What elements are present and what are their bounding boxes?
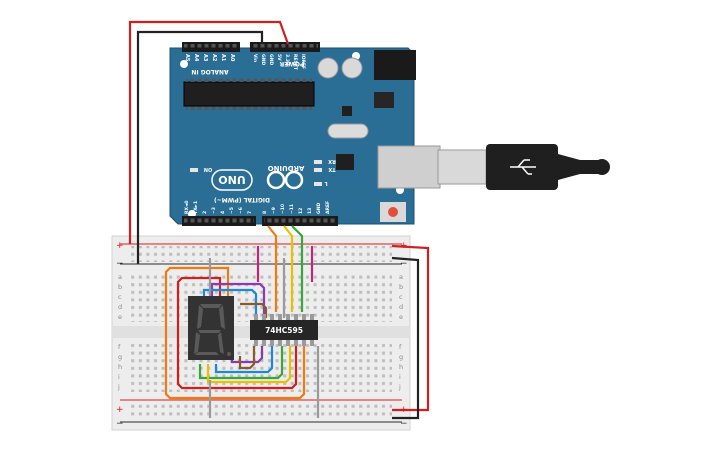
row-letter: c (118, 293, 122, 301)
wire-blue-loop (202, 288, 258, 330)
row-letter: i (399, 373, 401, 381)
pin-label: 13 (307, 208, 313, 214)
row-letter: f (399, 343, 402, 351)
pin-label: A5 (184, 54, 190, 62)
rail-plus-top-left: + (116, 241, 124, 251)
pin-label: ~6 (238, 207, 244, 214)
pin-label: GND (260, 54, 266, 65)
row-letter: b (118, 283, 122, 291)
rail-minus-bottom-right: − (400, 419, 408, 429)
pin-label: TX►1 (193, 201, 199, 214)
row-letter: e (118, 313, 122, 321)
row-letter: e (399, 313, 403, 321)
chip-label: 74HC595 (265, 326, 303, 335)
analog-header-label: ANALOG IN (191, 68, 228, 75)
rx-led-label: RX (328, 158, 336, 164)
pin-label: GND (316, 203, 322, 214)
pin-label: ~10 (280, 204, 286, 214)
usb-cable (437, 144, 610, 190)
pin-label: ~3 (211, 207, 217, 214)
wire-blue-bottom (214, 346, 274, 374)
row-letter: j (117, 383, 120, 391)
wire-rail-black-right (391, 256, 420, 420)
row-letter: g (399, 353, 403, 361)
rail-minus-top-right: − (400, 259, 408, 269)
wire-green-bottom (198, 346, 284, 380)
row-letter: b (399, 283, 403, 291)
wire-orange-top (267, 225, 278, 312)
pin-label: 7 (247, 211, 253, 214)
digital-header-label: DIGITAL (PWM~) (214, 196, 270, 203)
analog-pin-labels: A5 A4 A3 A2 A1 A0 (184, 54, 235, 62)
row-letters-right: a b c d e f g h i j (398, 273, 403, 391)
row-letter: j (398, 383, 401, 391)
row-letter: a (118, 273, 122, 281)
pin-label: A0 (229, 54, 235, 62)
pin-label: A1 (220, 54, 226, 62)
signal-wires (164, 225, 320, 418)
shift-register-chip (250, 314, 318, 346)
seven-segment-display (188, 296, 234, 360)
wire-yellow-bottom (206, 346, 292, 384)
pin-label: 3.3V (284, 54, 290, 66)
rail-minus-top-left: − (116, 259, 124, 269)
pin-label: A4 (193, 54, 199, 62)
pin-label: RESET (292, 54, 298, 71)
pin-label: A3 (202, 54, 208, 62)
row-letter: a (399, 273, 403, 281)
pin-label: ~9 (271, 207, 277, 214)
tx-led-label: TX (328, 166, 335, 172)
row-letter: f (118, 343, 121, 351)
pin-label: 4 (220, 211, 226, 214)
pin-label: GND (268, 54, 274, 65)
wire-5v-red (128, 20, 290, 244)
wire-yellow-top (283, 225, 294, 312)
row-letter: d (118, 303, 122, 311)
pin-label: 12 (298, 208, 304, 214)
row-letter: d (399, 303, 403, 311)
row-letters-left: a b c d e f g h i j (117, 273, 122, 391)
row-letter: c (399, 293, 403, 301)
wire-brown-bottom (238, 346, 256, 370)
wire-gnd-black (136, 30, 264, 264)
wire-orange-loop (164, 266, 306, 400)
rail-plus-bottom-left: + (116, 405, 124, 415)
pin-label: ~5 (229, 207, 235, 214)
digital-pin-labels: RX◄0 TX►1 2 ~3 4 ~5 ~6 7 8 ~9 ~10 ~11 12… (184, 200, 331, 214)
pin-label: AREF (325, 201, 331, 214)
row-letter: h (118, 363, 122, 371)
wire-red-loop (176, 276, 298, 390)
arduino-brand-label: ARDUINO (268, 164, 305, 172)
arduino-board (169, 42, 441, 226)
pin-label: Vin (252, 54, 258, 62)
pin-label: 8 (262, 211, 268, 214)
wire-green-top (291, 225, 304, 312)
pin-label: A2 (211, 54, 217, 62)
pin-label: 5V (276, 54, 282, 61)
wire-rail-red-right (391, 244, 430, 412)
l-led-label: L (324, 180, 328, 186)
on-led-label: ON (204, 166, 212, 172)
pin-label: RX◄0 (184, 200, 190, 214)
power-pin-labels: Vin GND GND 5V 3.3V RESET IOREF (252, 54, 306, 71)
pin-label: 2 (202, 211, 208, 214)
arduino-model-label: UNO (218, 173, 246, 186)
row-letter: i (118, 373, 120, 381)
wire-purple-loop (210, 282, 266, 330)
power-header-label: POWER (279, 60, 304, 67)
wire-brown-top (240, 302, 268, 318)
row-letter: h (399, 363, 403, 371)
pin-label: ~11 (289, 204, 295, 214)
usb-icon (510, 159, 536, 175)
power-wires (128, 20, 430, 420)
pin-label: IOREF (300, 54, 306, 69)
rail-minus-bottom-left: − (116, 419, 124, 429)
arduino-infinity-logo (266, 170, 304, 190)
row-letter: g (118, 353, 122, 361)
